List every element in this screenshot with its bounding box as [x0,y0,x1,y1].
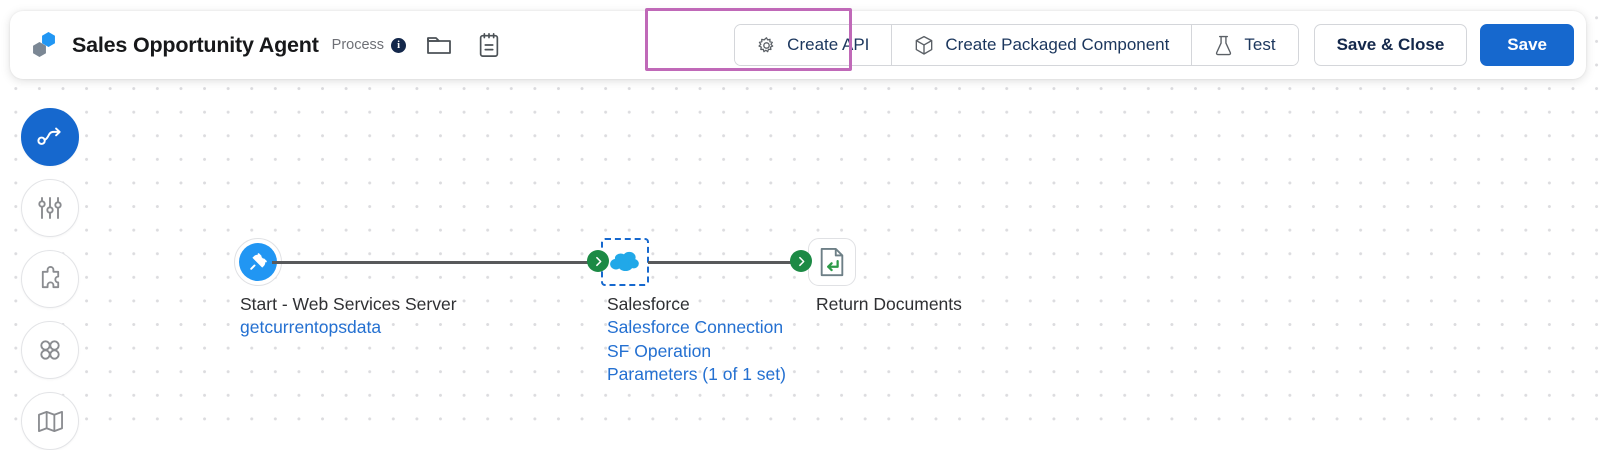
create-api-button[interactable]: Create API [735,25,893,65]
sidebar-item-flow-path[interactable] [21,108,79,166]
node-salesforce [601,238,649,286]
save-and-close-button[interactable]: Save & Close [1313,24,1468,66]
chevron-right-icon [798,256,804,266]
node-start-label: Start - Web Services Server getcurrentop… [240,293,457,340]
left-tool-rail [21,108,81,450]
notepad-icon[interactable] [472,28,506,62]
info-icon[interactable]: i [391,37,407,53]
map-icon [37,410,63,432]
edge-start-to-salesforce [272,261,590,264]
plug-icon [239,243,277,281]
salesforce-cloud-icon [610,251,639,272]
flow-path-icon [37,127,61,145]
boomi-hexagon-logo-icon [30,31,60,59]
node-salesforce-link-1[interactable]: SF Operation [607,340,712,361]
process-type-label: Process [331,37,385,53]
connector-arrow-2[interactable] [790,250,812,272]
node-start-title: Start - Web Services Server [240,294,457,314]
sidebar-item-extensions[interactable] [21,250,79,308]
save-button[interactable]: Save [1480,24,1574,66]
node-start-link-0[interactable]: getcurrentopsdata [240,317,382,338]
node-return-documents [808,238,856,286]
sidebar-item-components[interactable] [21,321,79,379]
sliders-icon [38,197,62,219]
puzzle-piece-icon [41,265,59,288]
node-return-documents-label: Return Documents [816,293,962,316]
flask-icon [1216,35,1232,55]
node-return-documents-title: Return Documents [816,294,962,314]
gear-icon [758,36,774,52]
create-api-label: Create API [787,35,870,54]
four-circles-icon [40,340,60,360]
header-action-button-group: Create API Create Packaged Component Tes… [734,24,1299,66]
node-salesforce-title: Salesforce [607,294,690,314]
test-button[interactable]: Test [1192,25,1298,65]
folder-icon[interactable] [422,28,456,62]
connector-arrow-1[interactable] [587,250,609,272]
package-box-icon [916,35,933,55]
node-return-documents-icon-button[interactable] [808,238,856,286]
sidebar-item-properties[interactable] [21,179,79,237]
process-flow-diagram: Start - Web Services Server getcurrentop… [234,238,962,386]
sidebar-item-map[interactable] [21,392,79,450]
chevron-right-icon [595,256,601,266]
process-header-bar: Sales Opportunity Agent Process i Create… [10,11,1586,79]
node-salesforce-link-2[interactable]: Parameters (1 of 1 set) [607,363,786,384]
create-packaged-component-button[interactable]: Create Packaged Component [892,25,1193,65]
test-label: Test [1244,35,1276,54]
return-document-icon [820,247,844,277]
page-title: Sales Opportunity Agent [72,32,319,57]
node-salesforce-icon-button[interactable] [601,238,649,286]
node-salesforce-label: Salesforce Salesforce Connection SF Oper… [607,293,786,386]
node-salesforce-link-0[interactable]: Salesforce Connection [607,317,784,338]
create-packaged-component-label: Create Packaged Component [945,35,1170,54]
edge-salesforce-to-return [648,261,798,264]
